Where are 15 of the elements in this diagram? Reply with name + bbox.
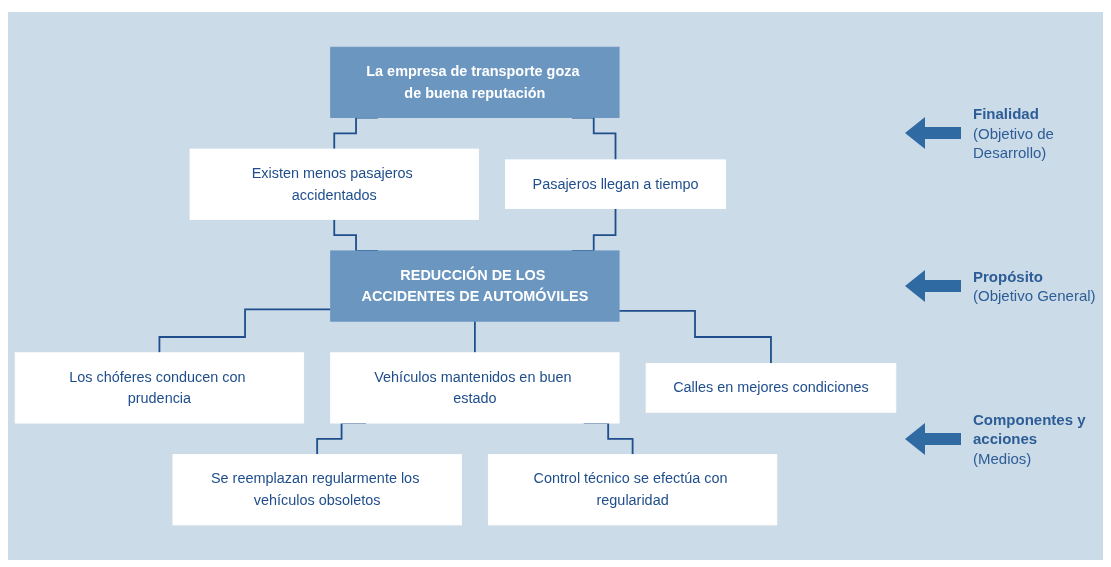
node-box: REDUCCIÓN DE LOS ACCIDENTES DE AUTOMÓVILES <box>330 250 620 322</box>
level-label: Finalidad (Objetivo de Desarrollo) <box>973 104 1055 163</box>
level-label: Componentes y acciones (Medios) <box>973 409 1087 468</box>
connector <box>158 308 332 354</box>
connector <box>474 320 476 354</box>
node-box: Existen menos pasajeros accidentados <box>189 148 479 220</box>
node-box: Vehículos mantenidos en buen estado <box>330 352 620 424</box>
node-box: Calles en mejores condiciones <box>645 363 897 413</box>
node-box: Control técnico se efectúa con regularidad <box>487 454 778 526</box>
node-box: La empresa de transporte goza de buena reputación <box>330 46 620 118</box>
level-label: Propósito (Objetivo General) <box>973 266 1097 306</box>
connector <box>618 309 772 365</box>
node-box: Los chóferes conducen con prudencia <box>14 352 305 424</box>
node-box: Se reemplazan regularmente los vehículos obsoletos <box>172 454 462 526</box>
node-box: Pasajeros llegan a tiempo <box>505 159 726 209</box>
